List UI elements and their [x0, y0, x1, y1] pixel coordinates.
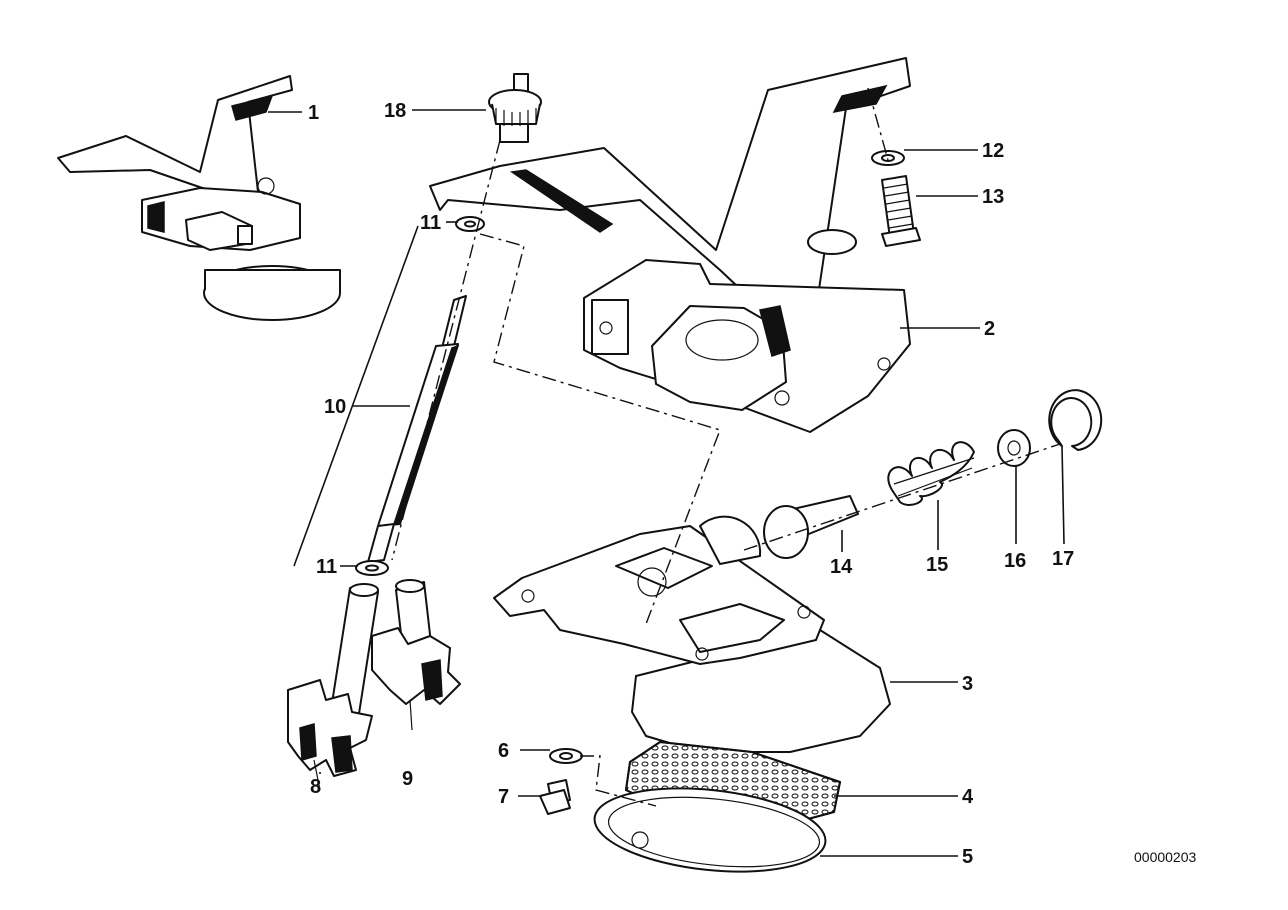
callout-1: 1: [308, 102, 319, 124]
gasket-ring: [593, 787, 827, 873]
callout-17: 17: [1052, 548, 1074, 570]
screw-and-washer: [539, 748, 583, 815]
callout-13: 13: [982, 186, 1004, 208]
callout-5: 5: [962, 846, 973, 868]
callout-2: 2: [984, 318, 995, 340]
callout-11-top: 11: [420, 212, 441, 234]
callout-15: 15: [926, 554, 948, 576]
relief-valve-spring: [887, 441, 975, 506]
callout-labels: 1 2 3 4 5 6 7 8 9 10 11 11 12 13 14 15 1…: [308, 100, 1074, 868]
callout-10: 10: [324, 396, 346, 418]
drive-shaft-and-circlips: [355, 216, 485, 576]
callout-8: 8: [310, 776, 321, 798]
oil-pump-assembly-small: [57, 75, 341, 321]
callout-7: 7: [498, 786, 509, 808]
diagram-reference-number: 00000203: [1134, 849, 1197, 865]
callout-6: 6: [498, 740, 509, 762]
assembly-centre-lines: [391, 87, 1061, 807]
callout-18: 18: [384, 100, 406, 122]
callout-16: 16: [1004, 550, 1026, 572]
callout-12: 12: [982, 140, 1004, 162]
bolt-and-washer: [871, 150, 921, 247]
callout-9: 9: [402, 768, 413, 790]
drive-gear: [488, 73, 542, 143]
callout-11-bottom: 11: [316, 556, 337, 578]
callout-4: 4: [962, 786, 974, 808]
pump-gear-8: [287, 583, 379, 791]
oil-pump-assembly-large: [429, 57, 911, 433]
callout-14: 14: [830, 556, 853, 578]
callout-3: 3: [962, 673, 973, 695]
pump-gear-9: [371, 579, 461, 731]
pump-cover-housing: [493, 515, 891, 753]
relief-valve-piston: [763, 495, 859, 559]
relief-valve-washer: [997, 429, 1031, 467]
relief-valve-circlip: [1048, 389, 1103, 451]
callout-leader-lines: [268, 109, 1065, 857]
